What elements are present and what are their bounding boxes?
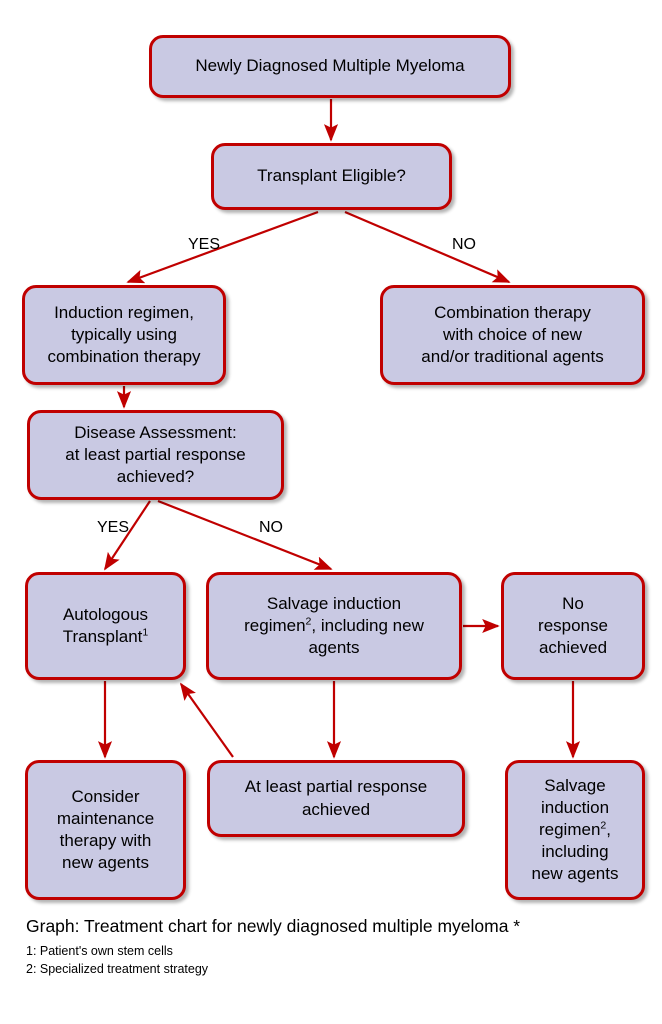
node-label: Salvage induction regimen2, including ne… xyxy=(516,775,634,885)
node-label-text: Autologous Transplant xyxy=(62,604,149,646)
node-label-text-post: , including new agents xyxy=(308,615,424,658)
node-transplant-eligible[interactable]: Transplant Eligible? xyxy=(211,143,452,210)
arrow-assessment-to-salvage-mid xyxy=(157,499,333,571)
footnote-marker-1: 1 xyxy=(142,626,149,639)
node-label-text-post: , including new agents xyxy=(531,819,619,884)
arrow-atleast-to-autologous xyxy=(179,682,234,758)
node-label-text-pre: Salvage induction regimen xyxy=(538,775,610,839)
node-label: Autologous Transplant1 xyxy=(36,604,175,648)
node-label: Disease Assessment: at least partial res… xyxy=(65,422,246,487)
node-at-least-partial-response[interactable]: At least partial response achieved xyxy=(207,760,465,837)
footnote-marker-2: 2 xyxy=(600,819,607,832)
node-disease-assessment[interactable]: Disease Assessment: at least partial res… xyxy=(27,410,284,500)
node-salvage-induction-right[interactable]: Salvage induction regimen2, including ne… xyxy=(505,760,645,900)
caption-footnote-1: 1: Patient's own stem cells xyxy=(26,944,173,958)
node-salvage-induction-middle[interactable]: Salvage induction regimen2, including ne… xyxy=(206,572,462,680)
node-newly-diagnosed[interactable]: Newly Diagnosed Multiple Myeloma xyxy=(149,35,511,98)
node-label: Transplant Eligible? xyxy=(257,166,406,186)
edge-label-no-transplant: NO xyxy=(452,236,476,253)
node-induction-regimen[interactable]: Induction regimen, typically using combi… xyxy=(22,285,226,385)
node-label: Salvage induction regimen2, including ne… xyxy=(217,593,451,659)
node-consider-maintenance-therapy[interactable]: Consider maintenance therapy with new ag… xyxy=(25,760,186,900)
edge-label-no-assessment: NO xyxy=(259,519,283,536)
footnote-marker-2: 2 xyxy=(305,615,312,628)
edge-label-yes-transplant: YES xyxy=(188,236,221,253)
node-label: No response achieved xyxy=(538,593,608,658)
caption-footnote-2: 2: Specialized treatment strategy xyxy=(26,962,209,976)
node-label-text-pre: Salvage induction regimen xyxy=(244,593,402,635)
node-no-response-achieved[interactable]: No response achieved xyxy=(501,572,645,680)
node-label: Induction regimen, typically using combi… xyxy=(47,302,201,367)
node-autologous-transplant[interactable]: Autologous Transplant1 xyxy=(25,572,186,680)
node-label: Combination therapy with choice of new a… xyxy=(421,302,604,367)
edge-label-yes-assessment: YES xyxy=(97,519,130,536)
node-label: Consider maintenance therapy with new ag… xyxy=(56,786,155,873)
node-label: At least partial response achieved xyxy=(244,777,428,819)
node-label: Newly Diagnosed Multiple Myeloma xyxy=(195,56,465,76)
caption-title: Graph: Treatment chart for newly diagnos… xyxy=(26,916,521,936)
arrow-eligible-to-combination xyxy=(344,210,511,284)
node-combination-therapy[interactable]: Combination therapy with choice of new a… xyxy=(380,285,645,385)
arrow-eligible-to-induction xyxy=(126,210,319,284)
